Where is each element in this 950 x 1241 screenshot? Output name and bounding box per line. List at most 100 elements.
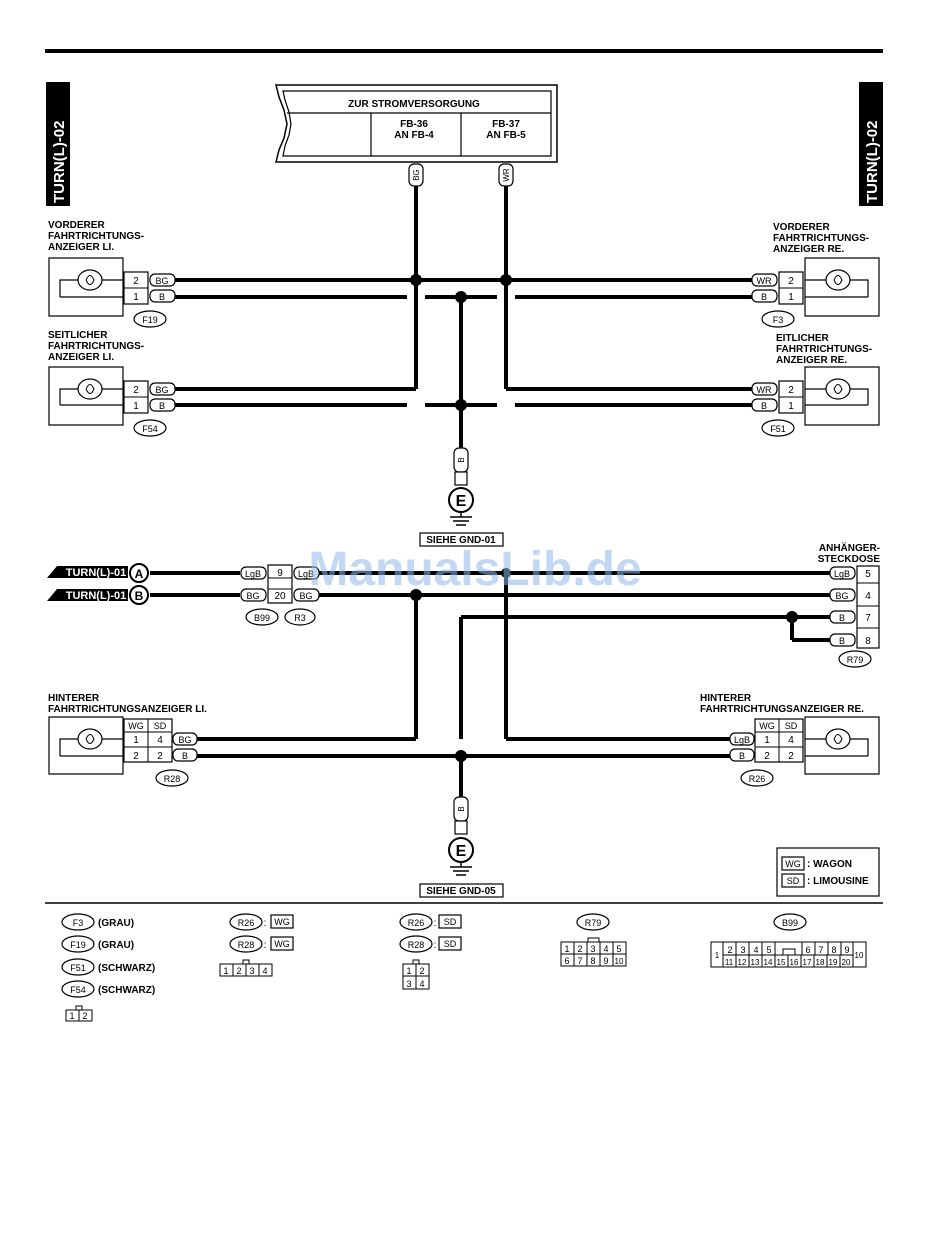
- svg-text:B: B: [839, 636, 845, 646]
- svg-text:BG: BG: [835, 591, 848, 601]
- svg-text:2: 2: [82, 1011, 87, 1021]
- svg-text:10: 10: [615, 957, 624, 966]
- svg-text::: :: [434, 940, 437, 951]
- svg-text:E: E: [456, 493, 467, 510]
- svg-text:TURN(L)-01: TURN(L)-01: [66, 590, 127, 602]
- svg-text:FAHRTRICHTUNGSANZEIGER LI.: FAHRTRICHTUNGSANZEIGER LI.: [48, 704, 207, 715]
- svg-text:B: B: [739, 751, 745, 761]
- svg-text:7: 7: [818, 945, 823, 955]
- svg-text:20: 20: [842, 958, 851, 967]
- svg-text:2: 2: [788, 385, 794, 396]
- wire-tag-wr: WR: [498, 163, 514, 187]
- svg-text:SD: SD: [787, 876, 800, 886]
- svg-text:(SCHWARZ): (SCHWARZ): [98, 985, 155, 996]
- svg-text:HINTERER: HINTERER: [700, 693, 752, 704]
- svg-text:ANZEIGER RE.: ANZEIGER RE.: [773, 244, 844, 255]
- svg-text:VORDERER: VORDERER: [48, 220, 105, 231]
- svg-text:5: 5: [865, 569, 871, 580]
- svg-text:R28: R28: [408, 940, 425, 950]
- svg-text:10: 10: [855, 951, 864, 960]
- svg-text:SD: SD: [444, 917, 457, 927]
- svg-text:WR: WR: [757, 276, 772, 286]
- svg-text:7: 7: [865, 613, 871, 624]
- svg-text:2: 2: [133, 276, 139, 287]
- fuse-left-line2: AN FB-4: [394, 130, 434, 141]
- svg-text:1: 1: [133, 401, 139, 412]
- svg-text::: :: [264, 940, 267, 951]
- svg-text:1: 1: [788, 292, 794, 303]
- svg-text:1: 1: [223, 966, 228, 976]
- svg-text:BG: BG: [178, 735, 191, 745]
- svg-text:ANZEIGER RE.: ANZEIGER RE.: [776, 355, 847, 366]
- svg-text:SD: SD: [154, 721, 167, 731]
- connector-f3: F3: [773, 315, 784, 325]
- svg-text:R26: R26: [238, 918, 255, 928]
- svg-text:17: 17: [803, 958, 812, 967]
- svg-text:1: 1: [133, 292, 139, 303]
- svg-text:FAHRTRICHTUNGS-: FAHRTRICHTUNGS-: [773, 233, 869, 244]
- svg-text:11: 11: [725, 958, 734, 967]
- svg-text:HINTERER: HINTERER: [48, 693, 100, 704]
- svg-text:SIEHE GND-05: SIEHE GND-05: [426, 886, 496, 897]
- svg-text:TURN(L)-01: TURN(L)-01: [66, 567, 127, 579]
- svg-text:F54: F54: [70, 985, 86, 995]
- svg-text:: WAGON: : WAGON: [807, 859, 852, 870]
- svg-text:2: 2: [236, 966, 241, 976]
- svg-text:9: 9: [277, 568, 283, 579]
- svg-text:3: 3: [740, 945, 745, 955]
- top-rule: [45, 49, 883, 53]
- fuse-right-line1: FB-37: [492, 119, 520, 130]
- svg-text:B: B: [135, 589, 144, 603]
- svg-text:18: 18: [816, 958, 825, 967]
- svg-text:WG: WG: [785, 859, 801, 869]
- svg-text:2: 2: [133, 385, 139, 396]
- svg-text:5: 5: [616, 944, 621, 954]
- legend-r79: R79 1 2 3 4 5 6 7 8 9 10: [560, 913, 627, 967]
- svg-text:BG: BG: [155, 276, 168, 286]
- svg-text:B: B: [761, 401, 767, 411]
- svg-text:B: B: [761, 292, 767, 302]
- svg-text:1: 1: [788, 401, 794, 412]
- connector-r79: R79: [847, 655, 864, 665]
- legend-r26-r28-wagon: R26 : WG R28 : WG 1 2 3 4: [219, 913, 294, 977]
- svg-text:BG: BG: [299, 591, 312, 601]
- ground-gnd-05: B E SIEHE GND-05: [419, 796, 504, 898]
- svg-text:B: B: [159, 401, 165, 411]
- svg-text:R28: R28: [238, 940, 255, 950]
- svg-text:WG: WG: [274, 917, 290, 927]
- connector-f51: F51: [770, 424, 786, 434]
- svg-text:4: 4: [262, 966, 267, 976]
- junction-dots-bottom: [410, 568, 798, 762]
- svg-text:FAHRTRICHTUNGS-: FAHRTRICHTUNGS-: [48, 341, 144, 352]
- svg-text:2: 2: [577, 944, 582, 954]
- power-supply-box: ZUR STROMVERSORGUNG FB-36 AN FB-4 FB-37 …: [275, 84, 558, 163]
- svg-text:2: 2: [764, 751, 770, 762]
- page-id-right: TURN(L)-02: [864, 121, 881, 204]
- svg-text:R26: R26: [408, 918, 425, 928]
- svg-text:ANHÄNGER-: ANHÄNGER-: [819, 541, 880, 554]
- svg-text:4: 4: [157, 735, 163, 746]
- lamp-rear-right: HINTERER FAHRTRICHTUNGSANZEIGER RE. WG S…: [700, 693, 880, 787]
- svg-text:FAHRTRICHTUNGS-: FAHRTRICHTUNGS-: [48, 231, 144, 242]
- svg-text:WR: WR: [757, 385, 772, 395]
- svg-text:(GRAU): (GRAU): [98, 940, 134, 951]
- svg-text:WG: WG: [759, 721, 775, 731]
- svg-text:BG: BG: [246, 591, 259, 601]
- page-id-tab-left: TURN(L)-02: [46, 82, 70, 206]
- fuse-right-line2: AN FB-5: [486, 130, 526, 141]
- watermark: ManualsLib.de: [308, 543, 641, 596]
- svg-text:16: 16: [790, 958, 799, 967]
- svg-text:F3: F3: [73, 918, 84, 928]
- lamp-front-left: VORDERER FAHRTRICHTUNGS- ANZEIGER LI. 2 …: [48, 220, 176, 328]
- svg-text:8: 8: [865, 636, 871, 647]
- svg-text:2: 2: [788, 276, 794, 287]
- svg-text:4: 4: [865, 591, 871, 602]
- svg-text:FAHRTRICHTUNGS-: FAHRTRICHTUNGS-: [776, 344, 872, 355]
- svg-text:E: E: [456, 843, 467, 860]
- svg-text:A: A: [135, 567, 144, 581]
- svg-text:BG: BG: [155, 385, 168, 395]
- fuse-left-line1: FB-36: [400, 119, 428, 130]
- svg-text:LgB: LgB: [298, 569, 314, 579]
- svg-text:BG: BG: [412, 169, 421, 181]
- connector-f19: F19: [142, 315, 158, 325]
